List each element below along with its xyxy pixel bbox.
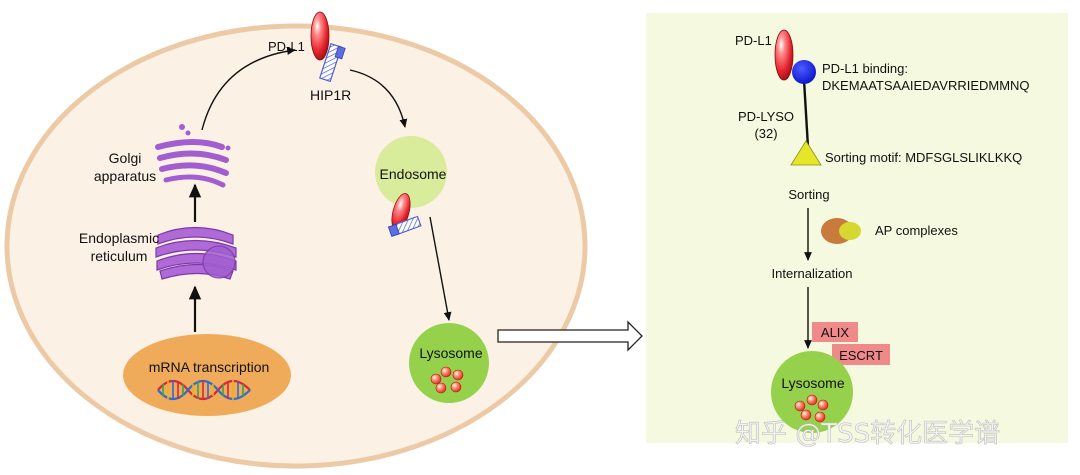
- dna-helix-icon: [157, 379, 251, 401]
- panel-lysosome-label: Lysosome: [781, 375, 845, 391]
- binding-label-line2: DKEMAATSAAIEDAVRRIEDMMNQ: [822, 78, 1030, 93]
- pdlyso-label-line1: PD-LYSO: [738, 109, 794, 124]
- lysosome-icon: [409, 323, 489, 403]
- pdlyso-label-line2: (32): [754, 126, 777, 141]
- cell-membrane: [4, 23, 588, 469]
- arrow-membrane-to-endosome: [349, 69, 408, 128]
- internalized-pd-l1-icon: [387, 193, 422, 237]
- panel-lysosome-icon: [771, 351, 853, 433]
- hollow-arrow-to-panel: [497, 320, 643, 352]
- pd-lyso-tail-line: [802, 79, 810, 148]
- golgi-label-line2: apparatus: [94, 168, 156, 184]
- ap-label: AP complexes: [875, 223, 958, 238]
- binding-domain-icon: [792, 60, 816, 84]
- internalization-label: Internalization: [772, 266, 853, 281]
- hip1r-label: HIP1R: [310, 87, 351, 103]
- panel-pd-l1-protein-icon: [774, 29, 794, 81]
- golgi-label-line1: Golgi: [109, 150, 142, 166]
- sorting-motif-label: Sorting motif: MDFSGLSLIKLKKQ: [825, 150, 1022, 165]
- pd-l1-protein-icon: [310, 11, 330, 61]
- endosome-label: Endosome: [380, 166, 447, 182]
- alix-badge: ALIX: [812, 322, 858, 342]
- escrt-label: ESCRT: [839, 348, 883, 363]
- panel-pdl1-label: PD-L1: [735, 33, 772, 48]
- sorting-motif-icon: [790, 140, 822, 166]
- escrt-badge: ESCRT: [832, 344, 890, 365]
- arrow-endosome-to-lysosome: [429, 216, 452, 321]
- mrna-ellipse: [123, 334, 291, 416]
- golgi-icon: [155, 124, 231, 188]
- watermark: 知乎 @TSS转化医学谱: [735, 419, 1000, 449]
- binding-label-line1: PD-L1 binding:: [822, 61, 908, 76]
- ap-complex-icon: [821, 218, 861, 244]
- alix-label: ALIX: [821, 325, 850, 340]
- hip1r-icon: [319, 42, 346, 83]
- er-icon: [155, 226, 237, 280]
- cell: [4, 23, 588, 469]
- pdl1-membrane-label: PD-L1: [268, 39, 305, 54]
- lysosome-cell-label: Lysosome: [419, 345, 483, 361]
- mrna-label: mRNA transcription: [149, 359, 270, 375]
- er-label-line1: Endoplasmic: [79, 230, 159, 246]
- mrna-transcription: mRNA transcription: [123, 334, 291, 416]
- er-label-line2: reticulum: [91, 248, 148, 264]
- endosome-icon: [375, 136, 447, 208]
- arrow-golgi-to-membrane: [201, 47, 296, 131]
- sorting-label: Sorting: [788, 187, 829, 202]
